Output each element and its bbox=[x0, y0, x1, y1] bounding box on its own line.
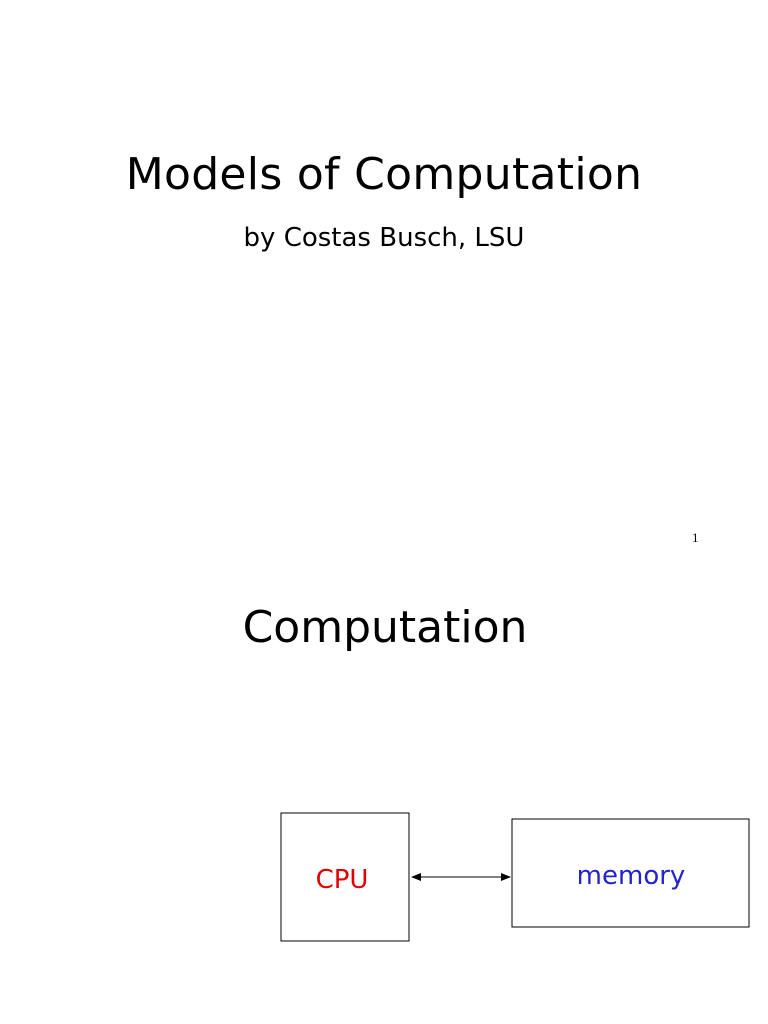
cpu-memory-diagram: CPU memory bbox=[270, 800, 760, 950]
slide-title: Computation bbox=[242, 602, 528, 653]
slide-2: Computation CPU memory bbox=[0, 560, 768, 1024]
slide-title: Models of Computation bbox=[125, 149, 643, 200]
memory-label: memory bbox=[577, 861, 686, 891]
diagram-canvas: CPU memory bbox=[280, 812, 750, 942]
cpu-box bbox=[280, 812, 410, 942]
page-number: 1 bbox=[692, 530, 699, 545]
memory-box bbox=[511, 818, 750, 928]
slide-1: Models of Computation by Costas Busch, L… bbox=[125, 149, 699, 545]
slide-subtitle: by Costas Busch, LSU bbox=[243, 223, 525, 253]
cpu-label: CPU bbox=[316, 865, 369, 895]
